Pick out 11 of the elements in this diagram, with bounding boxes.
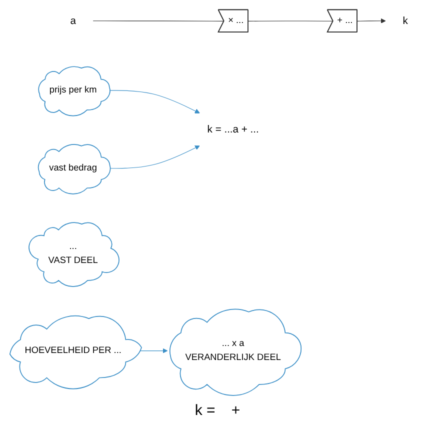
formula-text: k = bbox=[194, 402, 216, 419]
node-text: k bbox=[402, 14, 408, 26]
node-text: k = ...a + ... bbox=[207, 123, 259, 135]
arrow bbox=[108, 145, 200, 169]
arrow bbox=[138, 348, 168, 354]
formula-text: + bbox=[231, 402, 240, 419]
arrow bbox=[357, 18, 386, 24]
connector bbox=[248, 20, 334, 22]
connector bbox=[92, 20, 224, 22]
arrow bbox=[108, 90, 200, 114]
node-text: a bbox=[70, 14, 76, 26]
